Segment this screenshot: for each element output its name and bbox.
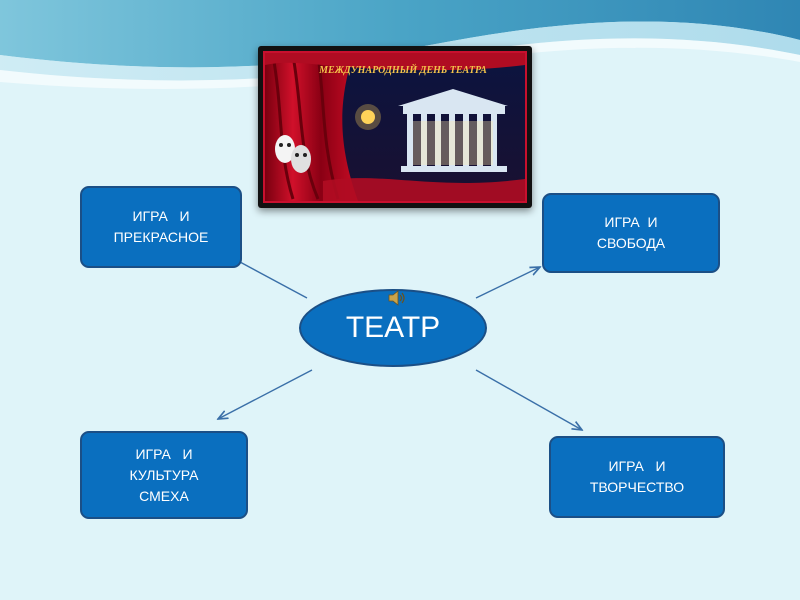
arrow-to-bottom-left [218, 369, 313, 419]
center-node: ТЕАТР [299, 289, 487, 367]
node-top-left-line-2: ПРЕКРАСНОЕ [113, 229, 209, 245]
theatre-banner-image: МЕЖДУНАРОДНЫЙ ДЕНЬ ТЕАТРА [258, 46, 532, 208]
node-top-left-line-1: ИГРА И [132, 208, 190, 224]
banner-caption: МЕЖДУНАРОДНЫЙ ДЕНЬ ТЕАТРА [318, 64, 487, 76]
theatre-building [398, 89, 508, 172]
node-bottom-right-line-2: ТВОРЧЕСТВО [589, 479, 685, 495]
speaker-icon[interactable] [387, 288, 407, 308]
arrow-to-bottom-right [475, 369, 582, 430]
node-bottom-left-line-3: СМЕХА [139, 487, 189, 504]
arrow-to-top-right [475, 267, 540, 299]
node-bottom-left: ИГРА И КУЛЬТУРА СМЕХА [80, 431, 248, 519]
node-top-left: ИГРА И ПРЕКРАСНОЕ [80, 186, 242, 268]
node-bottom-right-line-1: ИГРА И [608, 458, 666, 474]
node-bottom-right: ИГРА И ТВОРЧЕСТВО [549, 436, 725, 518]
node-bottom-left-line-1: ИГРА И [135, 445, 193, 462]
node-bottom-left-line-2: КУЛЬТУРА [129, 466, 199, 483]
node-top-right-line-2: СВОБОДА [596, 235, 666, 251]
theatre-masks-icon [275, 135, 311, 173]
center-node-label: ТЕАТР [345, 311, 441, 344]
node-top-right-line-1: ИГРА И [604, 214, 658, 230]
node-top-right: ИГРА И СВОБОДА [542, 193, 720, 273]
arrow-to-top-left [239, 261, 308, 299]
